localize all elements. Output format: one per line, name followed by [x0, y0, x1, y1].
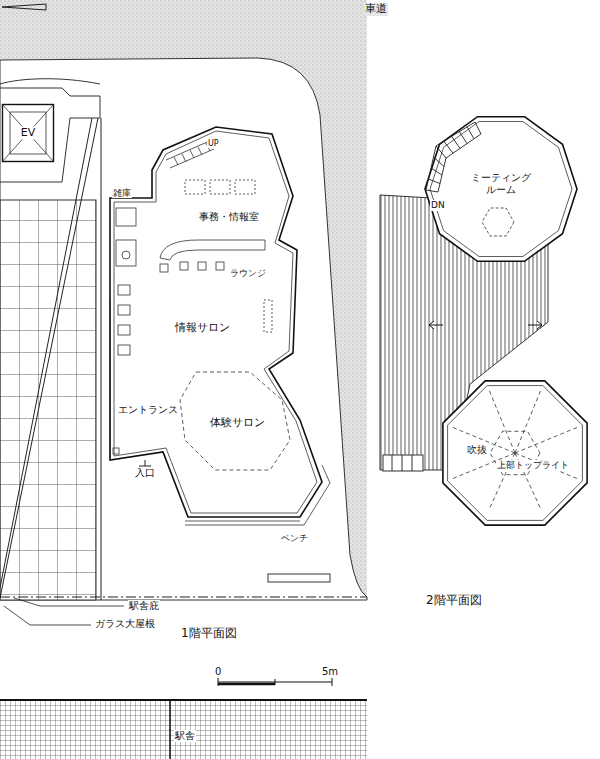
drawing-title: 2階平面図 — [425, 594, 483, 608]
north-arrow — [2, 4, 46, 10]
part-label: ガラス大屋根 — [94, 618, 156, 630]
room-name: 吹抜 — [466, 444, 488, 456]
part-label: 駅舎庇 — [128, 600, 160, 612]
stair-label: UP — [207, 139, 220, 148]
furniture — [110, 180, 330, 525]
road-label: 車道 — [364, 3, 388, 16]
elevator-car — [10, 112, 46, 154]
room-label: エントランス — [117, 404, 179, 416]
building-label: 駅舎 — [174, 730, 196, 742]
building-walls — [110, 127, 322, 517]
scale-number: 5m — [321, 666, 339, 678]
room-label: 雑庫 — [112, 188, 132, 198]
stairs-upper — [426, 122, 481, 192]
skylight-lines — [453, 391, 577, 509]
leader-line — [4, 606, 91, 625]
room-name: EV — [20, 126, 36, 139]
outer-wall — [425, 117, 577, 262]
platform-structure — [0, 79, 100, 182]
room-name: DN — [430, 200, 446, 211]
room-name: 上部トップライト — [496, 460, 570, 471]
room-label: 情報サロン — [174, 322, 231, 335]
elevator-shaft — [3, 105, 54, 162]
scale-number: 0 — [214, 666, 222, 678]
drawing-title: 1階平面図 — [180, 627, 238, 641]
room-label: 体験サロン — [209, 417, 266, 430]
inner-wall — [448, 386, 583, 521]
elevator-box: EV — [2, 104, 54, 162]
site-boundary — [0, 58, 367, 600]
leader-line — [14, 598, 124, 606]
road-area — [0, 0, 367, 600]
entrance-label: 入口 — [134, 467, 156, 479]
bench-block — [268, 574, 330, 582]
scale-bar — [218, 678, 332, 686]
eave-line — [0, 597, 367, 598]
entrance-marker — [139, 460, 151, 466]
room-name: ミーティング ルーム — [458, 172, 544, 196]
glass-roof — [0, 118, 101, 600]
station-building — [0, 700, 367, 759]
meeting-room: DN ミーティング ルーム — [424, 112, 578, 266]
room-label: ラウンジ — [229, 268, 267, 278]
pyramid-lines — [2, 104, 54, 162]
inner-wall — [430, 122, 572, 257]
furniture-label: ベンチ — [280, 533, 309, 543]
outer-wall — [443, 381, 587, 525]
room-label: 事務・情報室 — [198, 211, 260, 223]
table-outline — [482, 208, 514, 236]
